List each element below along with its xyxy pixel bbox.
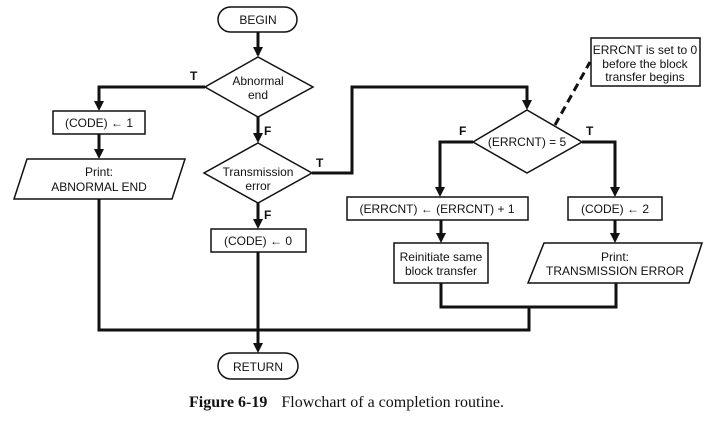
code2-label: (CODE) ← 2 bbox=[581, 202, 649, 216]
join-to-bottom bbox=[97, 199, 531, 332]
print-transmission-line1: Print: bbox=[601, 250, 629, 264]
arrow-transmission-true bbox=[312, 85, 529, 175]
begin-label: BEGIN bbox=[239, 13, 276, 27]
transmission-false-label: F bbox=[264, 208, 271, 222]
begin-terminal: BEGIN bbox=[217, 6, 298, 33]
abnormal-end-decision: Abnormal end bbox=[203, 56, 315, 118]
errcnt-check-label: (ERRCNT) = 5 bbox=[488, 135, 567, 149]
arrowhead bbox=[522, 100, 532, 110]
arrowhead bbox=[253, 343, 263, 353]
arrowhead bbox=[610, 187, 620, 197]
arrowhead bbox=[253, 133, 263, 143]
code1-process: (CODE) ← 1 bbox=[52, 110, 146, 135]
errcnt-note: ERRCNT is set to 0 before the block tran… bbox=[590, 37, 701, 87]
print-transmission-line2: TRANSMISSION ERROR bbox=[546, 264, 684, 278]
arrowhead bbox=[435, 187, 445, 197]
arrowhead bbox=[436, 233, 446, 243]
figure-caption: Figure 6-19 Flowchart of a completion ro… bbox=[189, 394, 504, 411]
transmission-true-label: T bbox=[316, 156, 324, 170]
abnormal-end-line1: Abnormal bbox=[232, 74, 283, 88]
abnormal-true-label: T bbox=[190, 69, 198, 83]
code0-label: (CODE) ← 0 bbox=[224, 234, 292, 248]
transmission-error-line2: error bbox=[245, 179, 270, 193]
reinitiate-line2: block transfer bbox=[405, 264, 477, 278]
errcnt-inc-label: (ERRCNT) ← (ERRCNT) + 1 bbox=[360, 202, 515, 216]
arrow-errcnt-true bbox=[582, 140, 617, 190]
abnormal-end-line2: end bbox=[248, 88, 268, 102]
transmission-error-decision: Transmission error bbox=[202, 142, 314, 204]
note-line3: transfer begins bbox=[605, 70, 684, 84]
abnormal-false-label: F bbox=[264, 124, 271, 138]
note-line1: ERRCNT is set to 0 bbox=[593, 43, 698, 57]
errcnt-increment-process: (ERRCNT) ← (ERRCNT) + 1 bbox=[346, 196, 529, 221]
errcnt-true-label: T bbox=[586, 124, 594, 138]
return-terminal: RETURN bbox=[217, 352, 299, 380]
code0-process: (CODE) ← 0 bbox=[210, 228, 307, 253]
arrow-abnormal-true bbox=[97, 85, 205, 104]
print-abnormal-output: Print: ABNORMAL END bbox=[12, 158, 187, 200]
connectors bbox=[94, 32, 620, 353]
code1-label: (CODE) ← 1 bbox=[65, 116, 133, 130]
arrowhead bbox=[253, 219, 263, 229]
arrow-errcnt-false bbox=[438, 140, 473, 190]
arrowhead bbox=[610, 233, 620, 243]
print-transmission-output: Print: TRANSMISSION ERROR bbox=[526, 242, 704, 284]
arrowhead bbox=[94, 149, 104, 159]
arrowhead bbox=[94, 101, 104, 111]
print-abnormal-line1: Print: bbox=[85, 165, 113, 179]
reinitiate-line1: Reinitiate same bbox=[400, 250, 483, 264]
join-right-branches bbox=[439, 283, 618, 309]
transmission-error-line1: Transmission bbox=[223, 165, 294, 179]
print-abnormal-line2: ABNORMAL END bbox=[51, 180, 147, 194]
reinitiate-process: Reinitiate same block transfer bbox=[393, 242, 489, 284]
errcnt-false-label: F bbox=[459, 124, 466, 138]
caption-text: Flowchart of a completion routine. bbox=[281, 394, 504, 411]
note-connector bbox=[553, 61, 592, 126]
arrowhead bbox=[253, 47, 263, 57]
caption-label: Figure 6-19 bbox=[189, 394, 267, 411]
errcnt-decision: (ERRCNT) = 5 bbox=[471, 109, 584, 174]
return-label: RETURN bbox=[233, 360, 283, 374]
code2-process: (CODE) ← 2 bbox=[567, 196, 663, 221]
note-line2: before the block bbox=[602, 57, 688, 71]
